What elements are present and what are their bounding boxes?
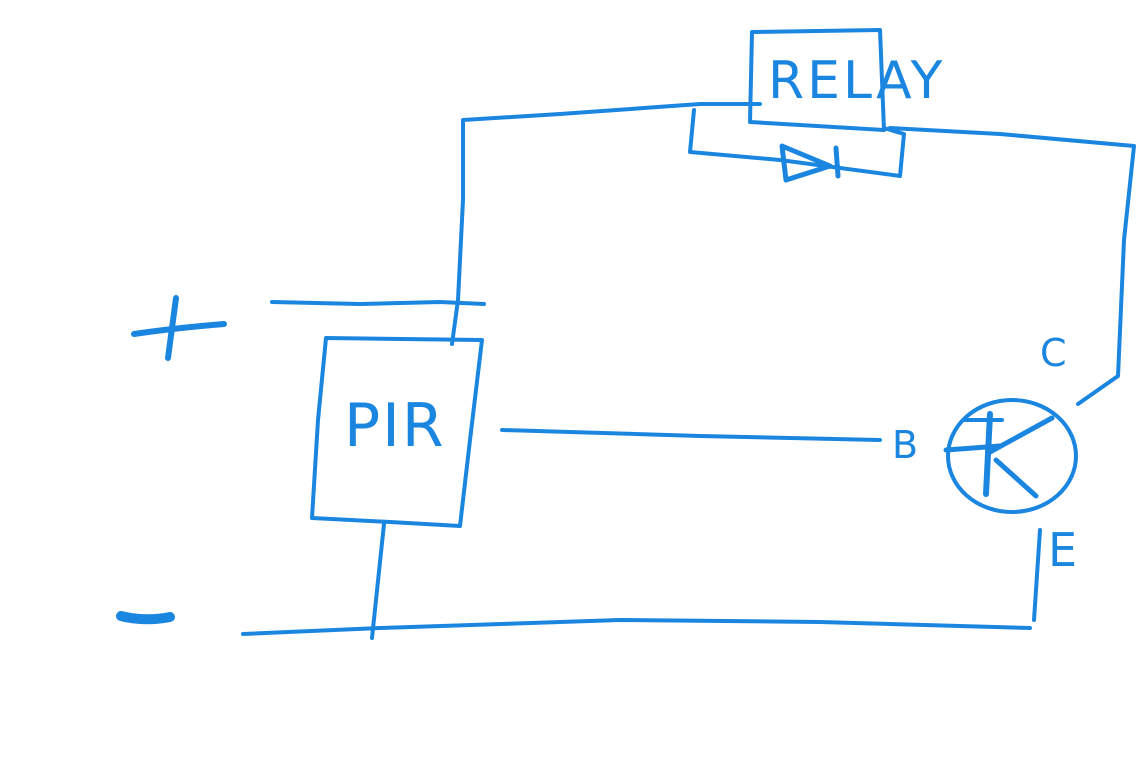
positive-sign-stroke-v bbox=[165, 295, 179, 361]
rail-to-relay-wire bbox=[450, 102, 762, 346]
pir-to-negative-wire bbox=[370, 522, 386, 640]
diode-loop bbox=[688, 108, 906, 178]
positive-terminal: + bbox=[131, 295, 227, 361]
relay-label: RELAY bbox=[768, 51, 945, 111]
pir-sensor-box: PIR bbox=[310, 336, 484, 528]
negative-sign-stroke bbox=[116, 611, 175, 625]
diode-bar bbox=[833, 145, 841, 179]
emitter-label: E bbox=[1048, 523, 1077, 577]
transistor-base-bar bbox=[983, 411, 993, 497]
relay-to-collector-wire bbox=[888, 126, 1136, 406]
transistor-base-lead bbox=[943, 443, 1003, 453]
diode-triangle bbox=[779, 143, 833, 183]
transistor-circle bbox=[946, 398, 1078, 514]
negative-terminal: - bbox=[116, 611, 175, 625]
emitter-to-negative-wire bbox=[1032, 528, 1042, 622]
negative-rail-wire bbox=[241, 618, 1032, 636]
relay-box: RELAY bbox=[748, 28, 945, 132]
pir-to-base-wire bbox=[500, 428, 882, 442]
positive-rail-wire bbox=[270, 300, 486, 306]
transistor-emitter-lead bbox=[993, 457, 1039, 499]
pir-label: PIR bbox=[344, 391, 446, 461]
base-label: B bbox=[892, 423, 918, 467]
npn-transistor-symbol bbox=[943, 398, 1078, 514]
positive-sign-stroke-h bbox=[131, 321, 227, 337]
diode-symbol bbox=[688, 108, 906, 183]
pir-outline bbox=[310, 336, 484, 528]
transistor-collector-lead bbox=[987, 415, 1055, 455]
collector-label: C bbox=[1040, 331, 1067, 375]
